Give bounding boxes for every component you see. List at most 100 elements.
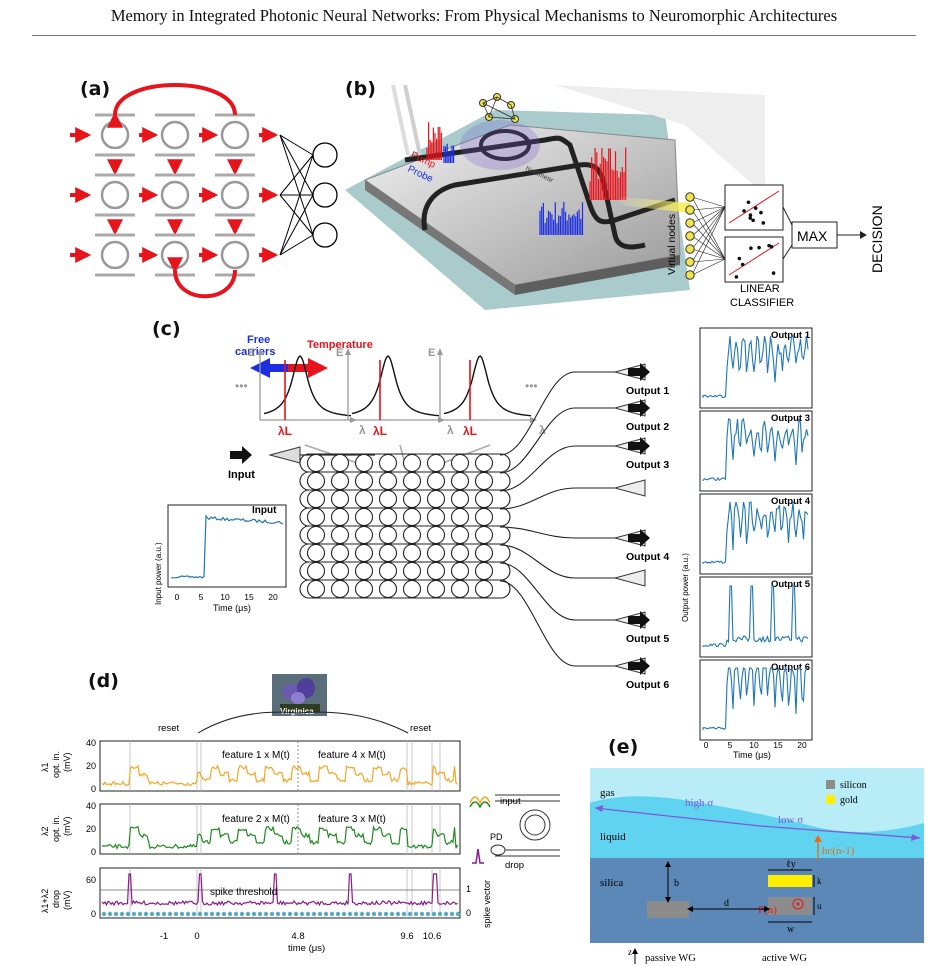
microring xyxy=(306,543,326,563)
spike-threshold-label: spike threshold xyxy=(210,887,277,898)
spike-vector-dot xyxy=(143,911,149,917)
node-connection xyxy=(691,235,726,260)
time-xlabel: time (μs) xyxy=(288,943,325,954)
microring xyxy=(426,453,446,473)
spike-vector-dot xyxy=(269,911,275,917)
spike-vector-dot xyxy=(443,911,449,917)
node-connection xyxy=(691,206,726,250)
device-pd-label: PD xyxy=(490,832,503,842)
b-label: b xyxy=(674,878,679,889)
output-plot-title: Output 4 xyxy=(771,496,811,507)
spike-vector-dot xyxy=(107,911,113,917)
output-plot-ylabel: Output power (a.u.) xyxy=(681,553,690,622)
panel-b-figure: Pump Probe Nonlinear Virtual nodes LINEA… xyxy=(345,85,885,310)
spike-vector-dot xyxy=(137,911,143,917)
input-plot-ylabel: Input power (a.u.) xyxy=(154,542,163,605)
microring xyxy=(330,489,350,509)
microring xyxy=(306,453,326,473)
microring xyxy=(426,525,446,545)
legend-silicon: silicon xyxy=(840,780,867,791)
spike-vector-dot xyxy=(395,911,401,917)
output-trace xyxy=(702,585,809,647)
readout-connection xyxy=(279,154,314,256)
spike-vector-dot xyxy=(185,911,191,917)
axis-arrowhead xyxy=(345,348,351,355)
input-arrow xyxy=(230,446,252,464)
microring xyxy=(354,561,374,581)
route-waveguide xyxy=(499,407,615,474)
microring xyxy=(402,453,422,473)
microring xyxy=(402,525,422,545)
output-taper xyxy=(613,569,646,587)
panel-a-figure xyxy=(70,83,338,299)
node-connection xyxy=(691,258,726,263)
spike-vector-dot xyxy=(419,911,425,917)
virtual-nodes-label: Virtual nodes xyxy=(666,214,678,275)
ellipsis-right: ••• xyxy=(525,379,538,393)
temperature-arrow xyxy=(308,358,328,378)
ring xyxy=(160,240,190,270)
spike-vector-dot xyxy=(341,911,347,917)
hc-label: hc(n-1) xyxy=(822,845,855,857)
spike-vector-dot xyxy=(233,911,239,917)
spike-vector-dot xyxy=(191,911,197,917)
ring xyxy=(100,240,130,270)
output-label: Output 3 xyxy=(626,459,669,471)
scatter-point xyxy=(757,245,761,250)
spike-vector-dot xyxy=(401,911,407,917)
microring xyxy=(450,507,470,527)
microring xyxy=(354,453,374,473)
output-label: Output 1 xyxy=(626,385,669,397)
microring xyxy=(306,579,326,599)
legend-gold-swatch xyxy=(826,795,835,804)
output-arrow xyxy=(628,363,650,381)
output-taper xyxy=(613,479,646,497)
microring xyxy=(378,507,398,527)
microring xyxy=(306,507,326,527)
microring xyxy=(330,543,350,563)
spike-vector-dot xyxy=(365,911,371,917)
microring xyxy=(330,453,350,473)
axis-arrowhead xyxy=(257,348,263,355)
virtual-nodes xyxy=(685,192,726,280)
panel-label-b: (b) xyxy=(345,78,376,100)
sample-brace xyxy=(197,711,409,734)
scatter-point xyxy=(748,213,753,217)
time-xtick: 0 xyxy=(194,931,199,942)
microring xyxy=(479,129,531,161)
microring xyxy=(354,471,374,491)
panel-label-d: (d) xyxy=(88,670,119,692)
route-waveguide xyxy=(499,487,615,510)
carriers-label: carriers xyxy=(235,346,275,358)
u-label: u xyxy=(817,901,822,911)
spike-vector-dot xyxy=(299,911,305,917)
microring xyxy=(450,489,470,509)
output-arrow xyxy=(628,437,650,455)
input-plot-title: Input xyxy=(252,505,277,516)
spike-vector-dot xyxy=(167,911,173,917)
output-beam xyxy=(620,197,690,213)
device-sketch: input PD drop xyxy=(469,794,560,871)
spike-vector-dot xyxy=(131,911,137,917)
microring xyxy=(378,525,398,545)
row2-ylabel-1: λ2 xyxy=(40,826,50,836)
spike-vector-dot xyxy=(335,911,341,917)
paper-header: Memory in Integrated Photonic Neural Net… xyxy=(110,6,838,25)
gas-layer xyxy=(590,768,924,832)
fiber-2 xyxy=(391,85,410,156)
energy-axis-label: E xyxy=(248,347,255,359)
microring xyxy=(474,525,494,545)
spike-vector-dot xyxy=(101,911,107,917)
output-neuron xyxy=(312,142,338,168)
scatter-point xyxy=(746,200,751,205)
microring xyxy=(426,579,446,599)
input-plot-xtick: 5 xyxy=(199,592,204,602)
output-trace xyxy=(702,335,809,399)
node-connection xyxy=(691,248,726,260)
scatter-point xyxy=(737,256,742,261)
scatter-point xyxy=(748,216,753,220)
microring xyxy=(402,561,422,581)
row2-ylabel-3: (mV) xyxy=(62,817,72,837)
route-waveguide xyxy=(499,445,615,492)
